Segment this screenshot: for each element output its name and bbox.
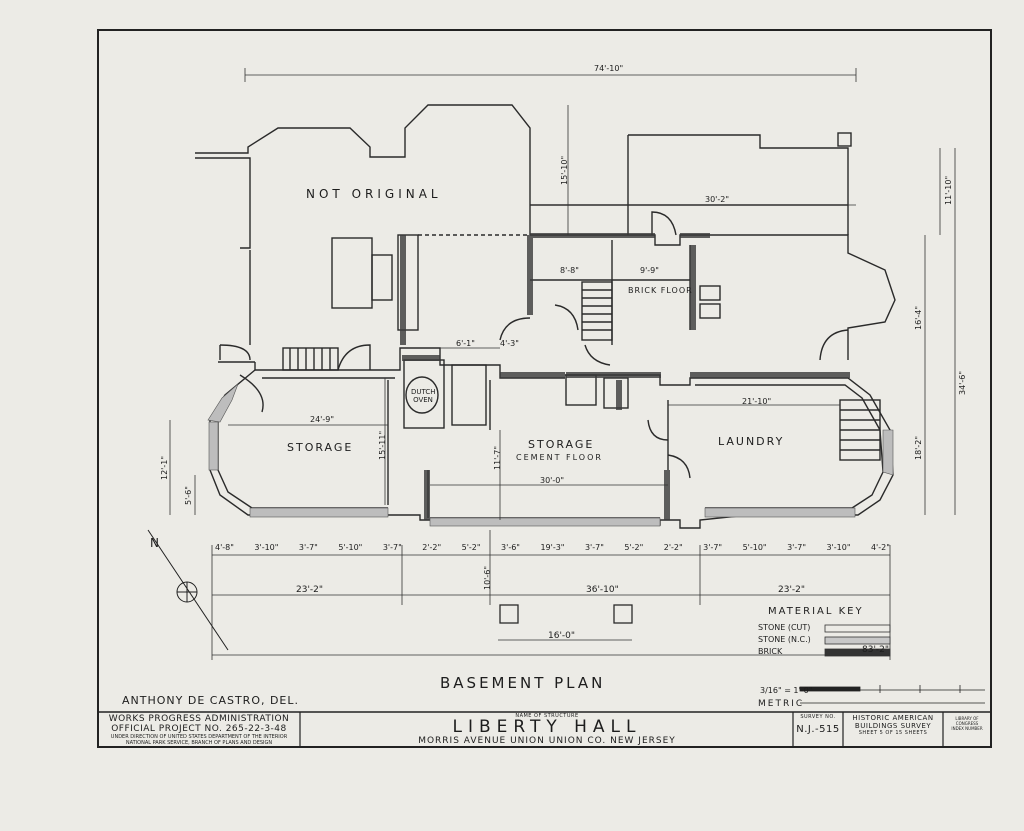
dim-overall-bottom: 83'-2": [862, 645, 890, 655]
dim-segment: 5'-2": [624, 543, 644, 552]
dim-center-depth: 11'-7": [493, 445, 502, 470]
dimension-lines: [169, 68, 956, 660]
agency-line: OFFICIAL PROJECT NO. 265-22-3-48: [111, 724, 287, 734]
plan-title: BASEMENT PLAN: [440, 674, 606, 692]
room-label-dutch-oven: DUTCH OVEN: [411, 388, 436, 404]
dim-right-wing: 23'-2": [778, 585, 806, 595]
dim-top-right-small: 30'-2": [705, 195, 730, 204]
sheet-border: [97, 29, 992, 748]
dim-segment: 3'-7": [703, 543, 723, 552]
dim-bay-depth: 15'-10": [560, 155, 569, 185]
library-block: LIBRARY OF CONGRESS INDEX NUMBER: [945, 716, 989, 731]
survey-block: SURVEY NO. N.J.-515: [795, 714, 841, 735]
dim-small-6-1: 6'-1": [456, 339, 475, 348]
porch-pier-right: [613, 604, 633, 624]
dim-left-12-1: 12'-1": [160, 455, 169, 480]
structure-location: MORRIS AVENUE UNION UNION CO. NEW JERSEY: [418, 736, 676, 746]
stone-walls: [207, 383, 894, 527]
dim-storage-width: 24'-9": [310, 415, 335, 424]
title-block-lines: [299, 712, 944, 747]
delineator: ANTHONY DE CASTRO, DEL.: [122, 694, 300, 707]
structure-name: LIBERTY HALL: [452, 717, 642, 737]
dim-overall-top: 74'-10": [594, 64, 624, 73]
library-line: LIBRARY OF CONGRESS: [955, 716, 979, 726]
material-key-label: STONE (N.C.): [758, 635, 811, 644]
material-key-swatches: [824, 624, 891, 657]
dim-center-wing: 36'-10": [586, 585, 619, 595]
dim-room-9-9: 9'-9": [640, 266, 659, 275]
agency-block: WORKS PROGRESS ADMINISTRATION OFFICIAL P…: [100, 714, 298, 746]
dim-center-30-0: 30'-0": [540, 476, 565, 485]
structure-block: NAME OF STRUCTURE LIBERTY HALL MORRIS AV…: [302, 713, 792, 746]
dim-segment: 2'-2": [422, 543, 442, 552]
dim-segment: 3'-7": [787, 543, 807, 552]
survey-number: N.J.-515: [796, 724, 840, 735]
dim-right-total: 34'-6": [958, 370, 967, 395]
dim-segment: 4'-8": [215, 543, 234, 552]
dim-segment: 5'-10": [338, 543, 363, 552]
sheet-number: SHEET 5 OF 15 SHEETS: [858, 730, 928, 736]
dim-segment: 3'-6": [501, 543, 520, 552]
dim-room-8-8: 8'-8": [560, 266, 579, 275]
dim-right-mid: 16'-4": [914, 305, 923, 330]
brick-hatch: [400, 233, 850, 520]
dim-right-top: 11'-10": [944, 175, 953, 205]
material-key-label: STONE (CUT): [758, 623, 811, 632]
habs-line: BUILDINGS SURVEY: [854, 722, 932, 730]
dim-storage-depth: 15'-11": [378, 430, 387, 460]
dim-segment: 19'-3": [540, 543, 565, 552]
dim-segment: 2'-2": [663, 543, 683, 552]
dim-left-5-6: 5'-6": [184, 486, 193, 505]
dim-segment: 3'-7": [584, 543, 604, 552]
agency-line: NATIONAL PARK SERVICE, BRANCH OF PLANS A…: [125, 740, 273, 746]
graphic-scale: [799, 685, 985, 704]
north-arrow-icon: [147, 529, 229, 651]
dim-segment: 5'-10": [742, 543, 767, 552]
dim-right-laundry: 18'-2": [914, 435, 923, 460]
dim-segment-row: 4'-8" 3'-10" 3'-7" 5'-10" 3'-7" 2'-2" 5'…: [215, 543, 890, 552]
north-label: N: [150, 536, 160, 550]
dim-laundry-21-10: 21'-10": [742, 397, 772, 406]
dim-small-4-3: 4'-3": [500, 339, 519, 348]
material-key-label: BRICK: [758, 647, 783, 656]
room-label-cement-floor: CEMENT FLOOR: [516, 453, 603, 462]
dim-segment: 3'-7": [382, 543, 402, 552]
agency-line: WORKS PROGRESS ADMINISTRATION: [108, 714, 290, 724]
dim-segment: 4'-2": [870, 543, 890, 552]
dim-porch-width: 16'-0": [548, 631, 576, 641]
agency-line: UNDER DIRECTION OF UNITED STATES DEPARTM…: [110, 734, 288, 740]
dim-segment: 3'-10": [826, 543, 851, 552]
habs-line: HISTORIC AMERICAN: [852, 714, 934, 722]
room-label-laundry: LAUNDRY: [718, 435, 785, 448]
scale-label: 3/16" = 1'-0": [760, 686, 813, 695]
porch-pier-left: [499, 604, 519, 624]
room-label-not-original: NOT ORIGINAL: [306, 187, 442, 201]
dim-segment: 3'-10": [254, 543, 279, 552]
survey-caption: SURVEY NO.: [800, 714, 836, 720]
material-key-title: MATERIAL KEY: [768, 606, 864, 617]
dim-segment: 5'-2": [461, 543, 481, 552]
name-caption: NAME OF STRUCTURE: [515, 713, 579, 719]
room-label-brick-floor: BRICK FLOOR: [628, 286, 693, 295]
dim-left-wing: 23'-2": [296, 585, 324, 595]
room-label-storage-center: STORAGE: [528, 438, 595, 451]
dim-segment: 3'-7": [298, 543, 318, 552]
room-label-storage-west: STORAGE: [287, 441, 354, 454]
metric-label: METRIC: [758, 699, 805, 709]
dim-porch-depth: 10'-6": [483, 565, 492, 590]
library-line: INDEX NUMBER: [951, 726, 983, 731]
habs-block: HISTORIC AMERICAN BUILDINGS SURVEY SHEET…: [845, 714, 941, 736]
